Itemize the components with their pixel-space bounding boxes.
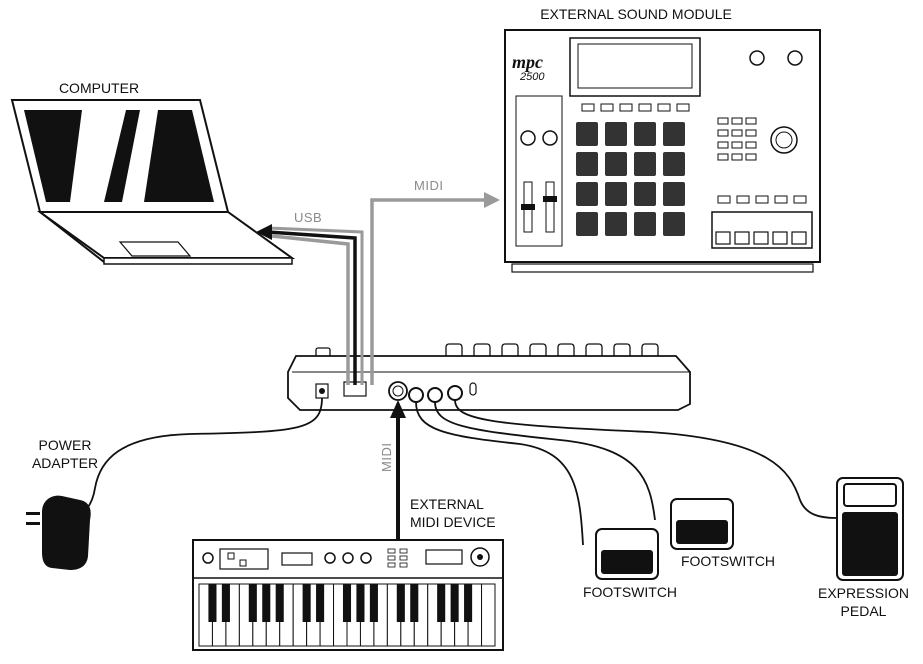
external-midi-label-line2: MIDI DEVICE	[410, 514, 496, 530]
keyboard-black-key	[356, 584, 365, 622]
module-pad	[576, 182, 598, 206]
footswitch-2-cable	[434, 401, 656, 521]
power-cable	[65, 397, 323, 521]
keyboard-black-key	[316, 584, 325, 622]
controller-illustration	[287, 343, 691, 411]
module-button	[774, 195, 788, 204]
sound-module-label: EXTERNAL SOUND MODULE	[540, 6, 732, 22]
module-pad	[576, 212, 598, 236]
keyboard-black-key	[410, 584, 419, 622]
keyboard-black-key	[221, 584, 230, 622]
midi-in-cable	[390, 400, 406, 540]
usb-cable	[256, 224, 364, 385]
module-f-button	[638, 103, 652, 112]
module-button	[717, 195, 731, 204]
expression-pedal-illustration	[836, 477, 904, 581]
module-transport-button	[772, 231, 788, 245]
footswitch-1-illustration	[595, 528, 659, 580]
module-button	[745, 129, 757, 137]
module-button	[731, 141, 743, 149]
sound-module-illustration: mpc 2500	[504, 29, 821, 273]
laptop-illustration	[10, 99, 296, 265]
module-f-button	[676, 103, 690, 112]
module-pad	[663, 182, 685, 206]
module-button	[717, 129, 729, 137]
module-pad	[634, 212, 656, 236]
keyboard-black-key	[302, 584, 311, 622]
keyboard-black-key	[450, 584, 459, 622]
power-adapter-label-line1: POWER	[38, 437, 92, 453]
midi-out-cable-label: MIDI	[414, 178, 443, 193]
module-pad	[663, 122, 685, 146]
module-f-button	[600, 103, 614, 112]
module-button	[731, 153, 743, 161]
keyboard-black-key	[437, 584, 446, 622]
expression-pedal-label-line2: PEDAL	[840, 603, 887, 619]
module-pad	[576, 152, 598, 176]
module-button	[717, 153, 729, 161]
footswitch-2-illustration	[670, 498, 734, 550]
module-transport-button	[715, 231, 731, 245]
module-button	[731, 117, 743, 125]
keyboard-button	[387, 555, 396, 561]
footswitch-1-label: FOOTSWITCH	[582, 584, 678, 600]
module-button	[745, 141, 757, 149]
keyboard-black-key	[262, 584, 271, 622]
module-pad	[605, 122, 627, 146]
midi-keyboard-illustration	[192, 539, 504, 651]
keyboard-black-key	[369, 584, 378, 622]
module-pad	[634, 182, 656, 206]
module-pad	[634, 152, 656, 176]
module-brand-logo: mpc	[512, 52, 543, 72]
module-pad	[605, 212, 627, 236]
module-f-button	[581, 103, 595, 112]
module-pad	[634, 122, 656, 146]
keyboard-black-key	[396, 584, 405, 622]
footswitch-1-cable	[415, 401, 584, 546]
module-button	[745, 117, 757, 125]
module-transport-button	[791, 231, 807, 245]
module-button	[717, 141, 729, 149]
module-pad	[605, 182, 627, 206]
module-f-button	[657, 103, 671, 112]
module-button	[793, 195, 807, 204]
computer-label: COMPUTER	[58, 80, 140, 96]
keyboard-black-key	[208, 584, 217, 622]
expression-cable	[454, 399, 837, 519]
keyboard-button	[399, 555, 408, 561]
keyboard-black-key	[248, 584, 257, 622]
module-button	[731, 129, 743, 137]
module-pad	[605, 152, 627, 176]
keyboard-black-key	[464, 584, 473, 622]
module-button	[736, 195, 750, 204]
footswitch-2-label: FOOTSWITCH	[680, 553, 776, 569]
expression-pedal-label-line1: EXPRESSION	[817, 585, 910, 601]
module-f-button	[619, 103, 633, 112]
keyboard-black-key	[275, 584, 284, 622]
module-pad	[576, 122, 598, 146]
keyboard-button	[387, 548, 396, 554]
module-pad	[663, 212, 685, 236]
power-adapter-label-line2: ADAPTER	[31, 455, 99, 471]
keyboard-white-key	[481, 583, 496, 647]
module-button	[755, 195, 769, 204]
module-button	[717, 117, 729, 125]
module-transport-button	[753, 231, 769, 245]
keyboard-black-key	[342, 584, 352, 622]
external-midi-label-line1: EXTERNAL	[410, 496, 484, 512]
module-pad	[663, 152, 685, 176]
module-button	[745, 153, 757, 161]
keyboard-button	[399, 562, 408, 568]
power-adapter-illustration	[26, 495, 91, 570]
keyboard-button	[399, 548, 408, 554]
midi-out-cable	[370, 192, 500, 385]
module-model-logo: 2500	[519, 71, 545, 83]
usb-cable-label: USB	[294, 210, 322, 225]
module-transport-button	[734, 231, 750, 245]
keyboard-button	[387, 562, 396, 568]
midi-in-cable-label: MIDI	[379, 443, 394, 472]
